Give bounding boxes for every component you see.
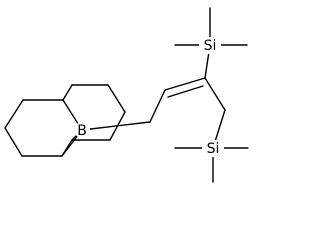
bond-boron-ch2 xyxy=(81,121,151,131)
silicon-lower-label: Si xyxy=(207,141,220,157)
chemical-structure: B Si Si xyxy=(4,7,249,183)
alkenyl-chain xyxy=(81,44,226,149)
bicyclo-nonane-cage xyxy=(4,84,126,157)
bond-ring-5 xyxy=(107,84,126,113)
bond-ch2-alkene xyxy=(149,89,166,123)
boron-label: B xyxy=(77,123,87,139)
bond-alkene-ch2-lower xyxy=(204,77,226,111)
bond-ring-10 xyxy=(4,127,23,157)
atom-boron: B xyxy=(74,122,90,139)
silicon-upper-label: Si xyxy=(204,38,217,54)
bond-alkene-single xyxy=(164,77,206,91)
atom-silicon-lower: Si xyxy=(202,140,224,157)
bond-alkene-double xyxy=(167,85,204,98)
bond-ring-1 xyxy=(4,99,24,129)
bond-ring-3 xyxy=(62,84,73,101)
atom-silicon-upper: Si xyxy=(199,37,221,54)
